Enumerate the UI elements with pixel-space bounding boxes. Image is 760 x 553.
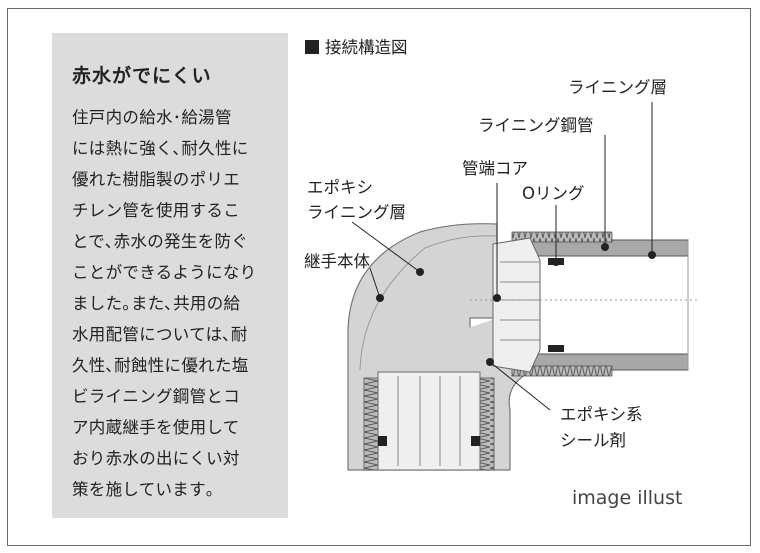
square-bullet-icon	[305, 40, 319, 54]
o-ring-bottom	[548, 345, 564, 352]
leader-lines	[351, 102, 656, 411]
label-epoxy-lining-1: エポキシ	[307, 178, 373, 197]
label-epoxy-sealant-2: シール剤	[560, 431, 626, 450]
pipe-end-core-right	[492, 237, 564, 373]
label-lining-layer: ライニング層	[568, 78, 667, 97]
diagram-title-text: 接続構造図	[325, 38, 408, 57]
label-o-ring: Oリング	[522, 184, 585, 203]
panel-body: 住戸内の給水･給湯管 には熱に強く､耐久性に 優れた樹脂製のポリエ チレン管を使…	[72, 108, 257, 499]
info-panel: 赤水がでにくい 住戸内の給水･給湯管 には熱に強く､耐久性に 優れた樹脂製のポリ…	[52, 33, 288, 518]
pipe-end-core-bottom	[363, 371, 495, 471]
image-caption: image illust	[572, 487, 683, 509]
label-epoxy-lining-2: ライニング層	[307, 203, 406, 222]
diagram-title: 接続構造図	[305, 34, 408, 58]
label-fitting-body: 継手本体	[304, 252, 370, 271]
panel-title: 赤水がでにくい	[72, 65, 212, 87]
lined-steel-pipe-shape	[511, 231, 689, 377]
label-epoxy-sealant-1: エポキシ系	[560, 405, 643, 424]
label-lined-steel-pipe: ライニング鋼管	[478, 116, 594, 135]
label-pipe-end-core: 管端コア	[462, 159, 528, 178]
